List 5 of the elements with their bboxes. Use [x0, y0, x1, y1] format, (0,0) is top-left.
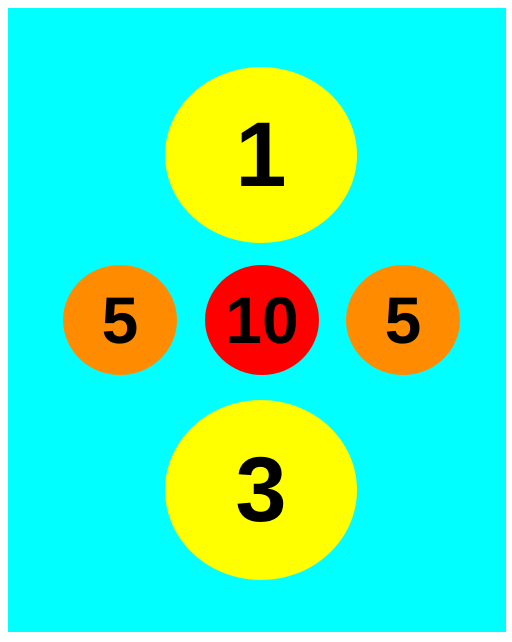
number-label: 5 [102, 287, 138, 353]
number-label: 5 [384, 287, 422, 353]
number-label: 3 [235, 444, 287, 536]
number-label: 10 [225, 287, 299, 353]
number-label: 1 [235, 109, 287, 201]
